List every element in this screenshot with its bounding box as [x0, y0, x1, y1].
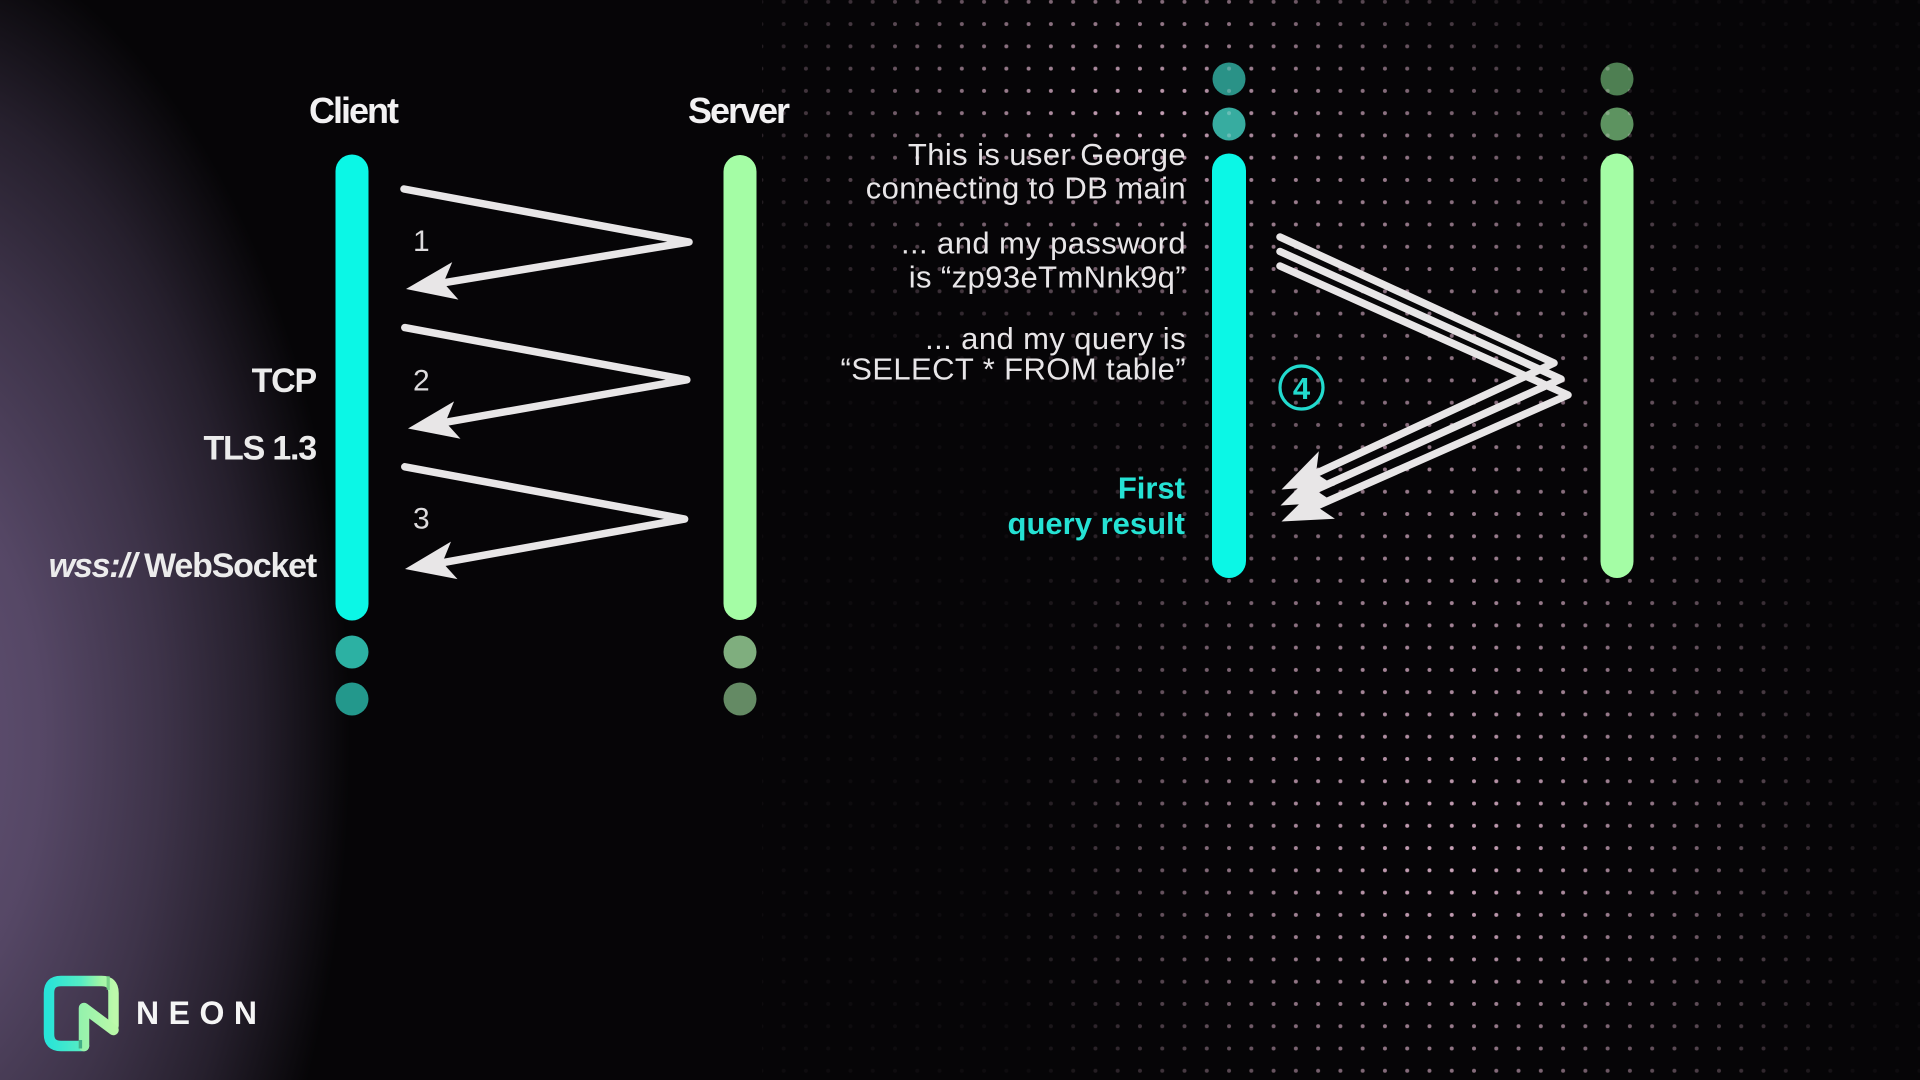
svg-text:Client: Client — [309, 90, 399, 131]
svg-text:4: 4 — [1293, 371, 1311, 406]
svg-text:is “zp93eTmNnk9q”: is “zp93eTmNnk9q” — [909, 260, 1186, 295]
svg-text:1: 1 — [413, 225, 430, 258]
svg-text:query result: query result — [1008, 506, 1185, 541]
svg-text:... and my query is: ... and my query is — [925, 321, 1186, 356]
svg-text:... and my password: ... and my password — [901, 226, 1186, 261]
svg-text:“SELECT * FROM table”: “SELECT * FROM table” — [841, 352, 1186, 387]
svg-text:NEON: NEON — [136, 995, 266, 1031]
svg-text:2: 2 — [413, 365, 430, 398]
svg-text:Server: Server — [688, 90, 790, 131]
svg-text:TLS 1.3: TLS 1.3 — [203, 430, 316, 468]
svg-text:This is user George: This is user George — [908, 137, 1186, 172]
svg-text:First: First — [1118, 471, 1185, 506]
svg-text:TCP: TCP — [252, 362, 317, 400]
svg-text:wss:// WebSocket: wss:// WebSocket — [49, 547, 317, 585]
svg-text:3: 3 — [413, 503, 430, 536]
svg-text:connecting to DB main: connecting to DB main — [866, 171, 1186, 206]
